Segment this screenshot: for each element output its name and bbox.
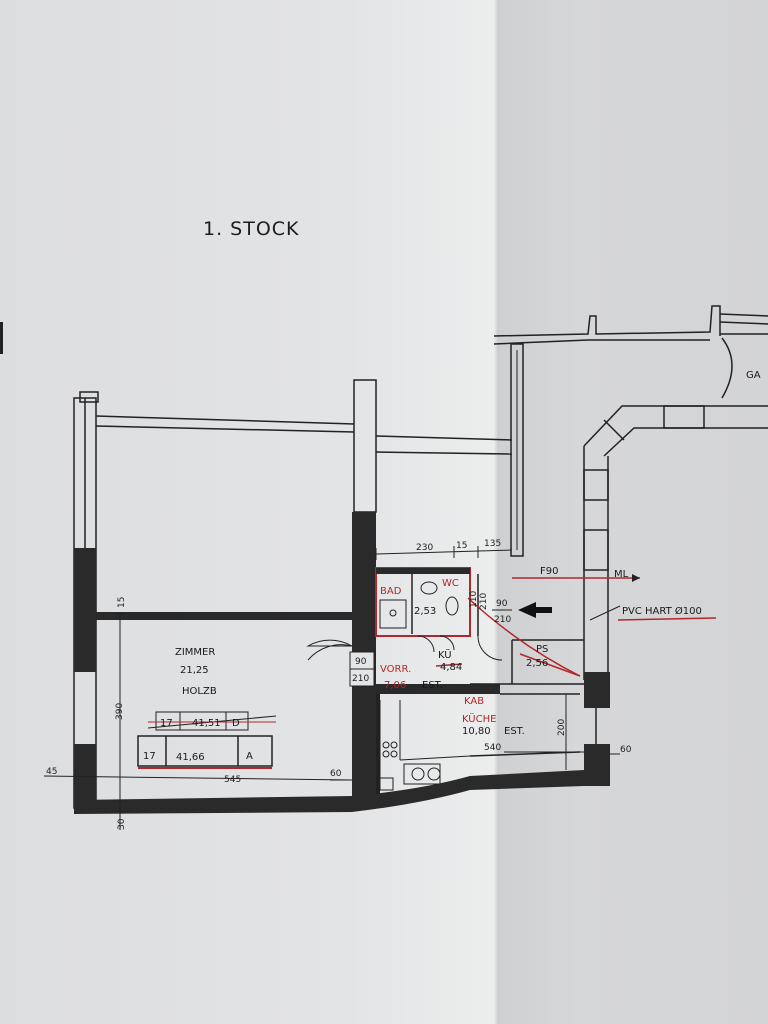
entrance-arrow bbox=[518, 602, 536, 618]
unit-old-number: 17 bbox=[160, 718, 173, 729]
dim-60a: 60 bbox=[330, 769, 342, 779]
ml-label: ML bbox=[614, 569, 629, 580]
door-width-2: 90 bbox=[496, 599, 508, 609]
unit-new-number: 17 bbox=[143, 751, 156, 762]
vorr-lower-wall bbox=[376, 684, 500, 694]
f90-label: F90 bbox=[540, 566, 558, 577]
upper-connector-wall bbox=[375, 435, 513, 455]
unit-new-area: 41,66 bbox=[176, 752, 205, 763]
door-height-1: 210 bbox=[352, 674, 369, 684]
dim-135: 135 bbox=[484, 539, 501, 549]
dim-30: 30 bbox=[117, 818, 127, 830]
edge-mark bbox=[0, 322, 3, 354]
floor-title: 1. STOCK bbox=[203, 218, 300, 240]
kuche-floor: EST. bbox=[504, 726, 525, 737]
paper-fold bbox=[493, 0, 499, 1024]
dim-45: 45 bbox=[46, 767, 57, 777]
door-height-2: 210 bbox=[494, 615, 511, 625]
kuche-walls bbox=[469, 639, 584, 757]
ku-label: KÜ bbox=[438, 648, 452, 661]
vorr-area: 7,06 bbox=[384, 680, 406, 691]
kitchen-counter bbox=[376, 700, 471, 791]
ps-label: PS bbox=[536, 644, 548, 655]
right-top-walls bbox=[493, 305, 768, 399]
unit-box-new bbox=[137, 735, 273, 769]
zimmer-top-wall bbox=[95, 415, 355, 433]
washbasin bbox=[420, 581, 438, 595]
bad-label: BAD bbox=[380, 586, 402, 597]
dim-110: 110 bbox=[469, 591, 479, 608]
dim-230: 230 bbox=[416, 543, 433, 553]
dim-15a: 15 bbox=[456, 541, 467, 551]
zimmer-area: 21,25 bbox=[180, 665, 209, 676]
angled-wall bbox=[583, 405, 768, 680]
bottom-wall bbox=[74, 776, 470, 814]
dim-540: 540 bbox=[484, 743, 501, 753]
dim-200: 200 bbox=[557, 719, 567, 736]
zimmer-divider-wall bbox=[96, 612, 352, 620]
bad-area: 2,53 bbox=[414, 606, 436, 617]
kuche-area: 10,80 bbox=[462, 726, 491, 737]
dim-15b: 15 bbox=[117, 597, 127, 608]
ga-label: GA bbox=[746, 370, 761, 381]
unit-new-code: A bbox=[246, 751, 253, 762]
dim-210c: 210 bbox=[479, 593, 489, 610]
shower-tray bbox=[379, 599, 407, 629]
left-sheet bbox=[0, 0, 496, 1024]
pvc-label: PVC HART Ø100 bbox=[622, 605, 702, 617]
dim-545: 545 bbox=[224, 775, 241, 785]
fold-wall bbox=[510, 343, 524, 557]
door-swing-1 bbox=[306, 639, 353, 647]
left-wall-solid-1 bbox=[74, 548, 96, 672]
dim-390: 390 bbox=[115, 703, 125, 720]
right-sheet bbox=[496, 0, 768, 1024]
dimension-lines bbox=[43, 546, 620, 830]
middle-column-upper bbox=[353, 379, 377, 513]
door-width-1: 90 bbox=[355, 657, 367, 667]
ku-area: 4,84 bbox=[440, 662, 462, 673]
ps-area: 2,56 bbox=[526, 658, 548, 669]
zimmer-label: ZIMMER bbox=[175, 647, 215, 658]
right-pillar-1 bbox=[584, 672, 610, 708]
kuche-label: KÜCHE bbox=[462, 712, 496, 725]
unit-old-code: D bbox=[232, 718, 240, 729]
wc-label: WC bbox=[442, 578, 459, 589]
dim-60b: 60 bbox=[620, 745, 632, 755]
left-wall-cap bbox=[79, 391, 99, 403]
zimmer-floor: HOLZB bbox=[182, 686, 217, 697]
toilet bbox=[445, 596, 459, 616]
vorr-floor: EST. bbox=[422, 680, 443, 691]
unit-box-old bbox=[147, 711, 277, 731]
right-bottom-wall bbox=[470, 770, 610, 790]
vorr-label: VORR. bbox=[380, 664, 411, 675]
kab-label: KAB bbox=[464, 696, 484, 707]
red-markup bbox=[435, 577, 717, 677]
unit-old-area: 41,51 bbox=[192, 718, 221, 729]
